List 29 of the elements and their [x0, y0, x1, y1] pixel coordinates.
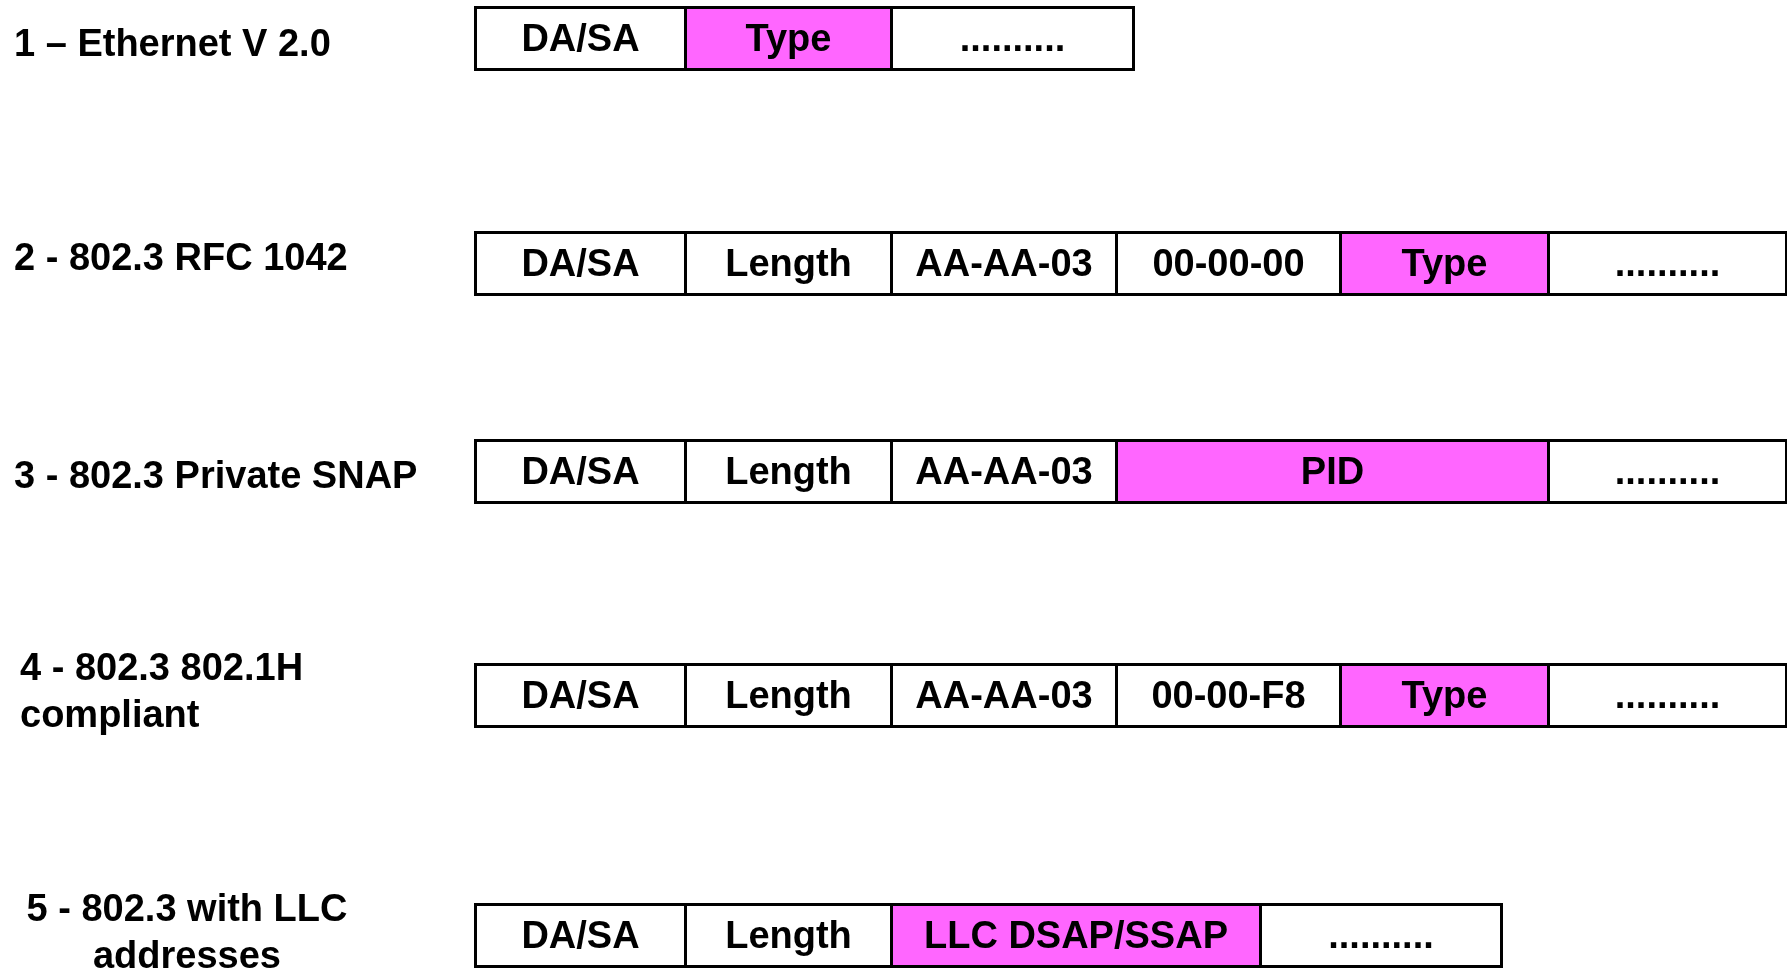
frame-field: 00-00-F8: [1115, 663, 1342, 728]
frame-field: 00-00-00: [1115, 231, 1342, 296]
frame-format-label: 1 – Ethernet V 2.0: [14, 21, 332, 66]
frame-format-label: 4 - 802.3 802.1H compliant: [20, 645, 305, 737]
frame-field: LLC DSAP/SSAP: [890, 903, 1262, 968]
frame-field: Type: [1339, 231, 1550, 296]
frame-field: DA/SA: [474, 663, 687, 728]
frame-field: Type: [684, 6, 893, 71]
frame-format-label: 2 - 802.3 RFC 1042: [14, 235, 349, 280]
frame-field: DA/SA: [474, 903, 687, 968]
frame-field: Length: [684, 663, 893, 728]
frame-field: ..........: [1547, 663, 1787, 728]
frame-format-label: 5 - 802.3 with LLC addresses: [25, 886, 349, 972]
frame-field: ..........: [1547, 231, 1787, 296]
frame-field: DA/SA: [474, 6, 687, 71]
frame-format-label: 3 - 802.3 Private SNAP: [14, 453, 419, 498]
frame-field: AA-AA-03: [890, 231, 1118, 296]
frame-field: AA-AA-03: [890, 663, 1118, 728]
frame-field: DA/SA: [474, 231, 687, 296]
frame-field: DA/SA: [474, 439, 687, 504]
frame-field: Length: [684, 439, 893, 504]
frame-field: ..........: [1259, 903, 1503, 968]
frame-field: PID: [1115, 439, 1550, 504]
frame-field: Type: [1339, 663, 1550, 728]
frame-field: ..........: [890, 6, 1135, 71]
frame-field: Length: [684, 903, 893, 968]
frame-field: AA-AA-03: [890, 439, 1118, 504]
frame-field: ..........: [1547, 439, 1787, 504]
frame-field: Length: [684, 231, 893, 296]
